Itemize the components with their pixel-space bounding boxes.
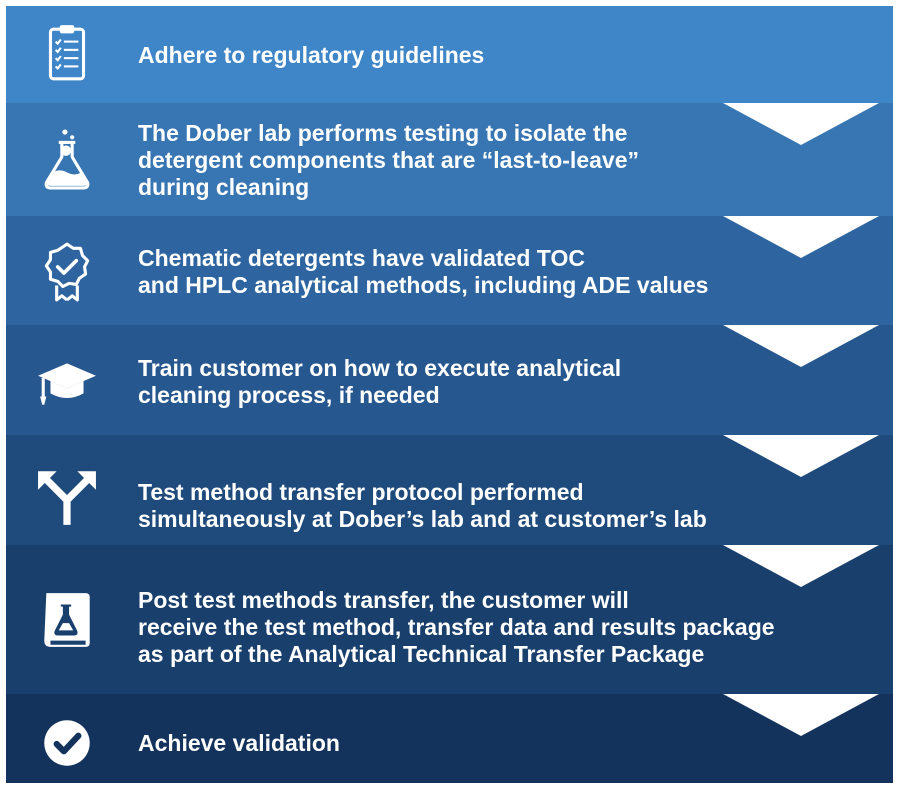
step-1-band [6, 6, 893, 103]
step-7: Achieve validation [6, 694, 893, 783]
step-3-band [6, 216, 893, 325]
step-4-text: Train customer on how to execute analyti… [138, 355, 622, 408]
step-5-text: Test method transfer protocol performed … [138, 479, 707, 532]
check-circle-icon [32, 708, 102, 778]
step-2: The Dober lab performs testing to isolat… [6, 103, 893, 216]
step-6: Post test methods transfer, the customer… [6, 545, 893, 694]
step-5-band [6, 435, 893, 545]
award-badge-icon [32, 236, 102, 306]
step-6-text: Post test methods transfer, the customer… [138, 587, 775, 667]
step-6-band [6, 545, 893, 694]
graduation-cap-icon [32, 347, 102, 417]
step-1: Adhere to regulatory guidelines [6, 6, 893, 103]
step-2-text: The Dober lab performs testing to isolat… [138, 120, 639, 200]
step-4-band [6, 325, 893, 435]
step-3-text: Chematic detergents have validated TOC a… [138, 245, 709, 298]
step-2-band [6, 103, 893, 216]
step-3: Chematic detergents have validated TOC a… [6, 216, 893, 325]
step-5: Test method transfer protocol performed … [6, 435, 893, 545]
step-4: Train customer on how to execute analyti… [6, 325, 893, 435]
split-arrows-icon [32, 461, 102, 531]
step-7-band [6, 694, 893, 783]
flask-book-icon [32, 585, 102, 655]
step-7-text: Achieve validation [138, 730, 340, 756]
lab-flask-icon [32, 125, 102, 195]
step-1-text: Adhere to regulatory guidelines [138, 42, 485, 68]
clipboard-checklist-icon [32, 19, 102, 89]
